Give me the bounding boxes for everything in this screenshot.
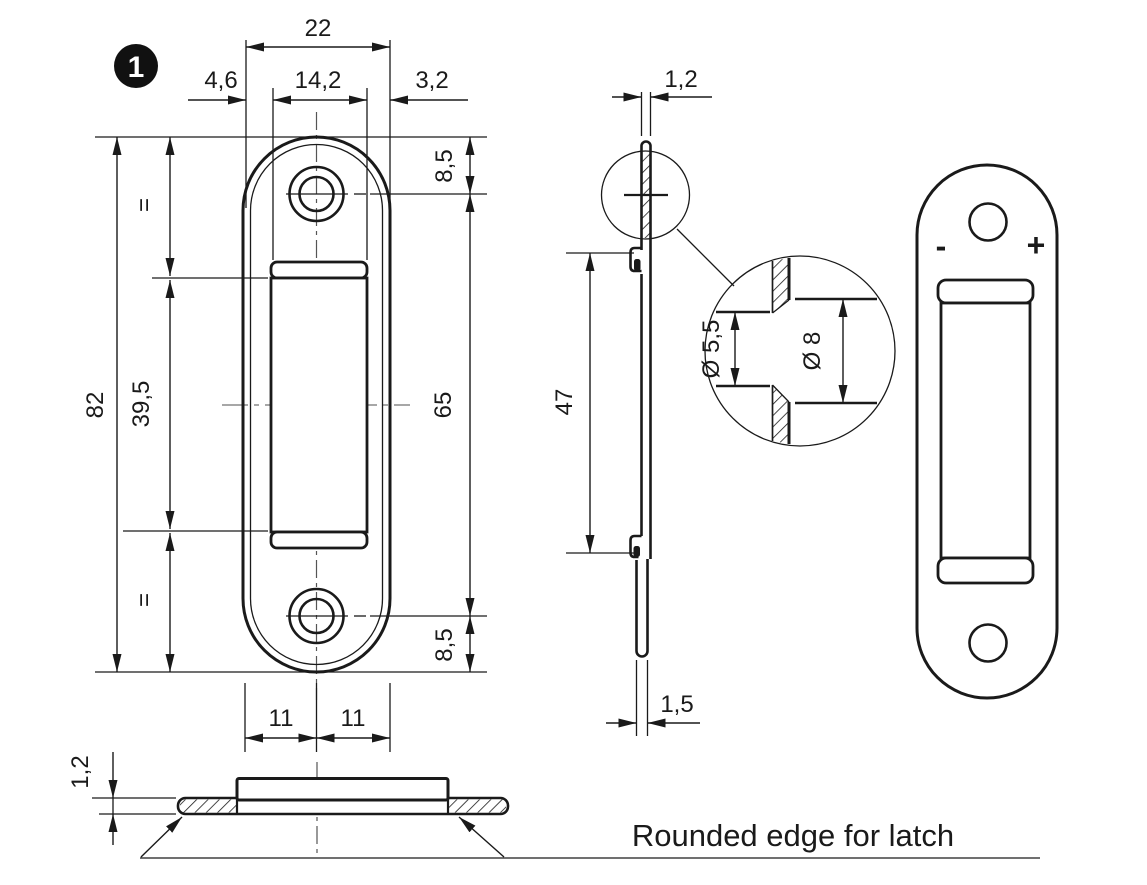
rounded-edge-hatch-right <box>449 799 506 813</box>
boss-section <box>235 777 450 802</box>
detail-hatch-top <box>772 258 789 313</box>
rear-top-hole <box>968 202 1008 242</box>
rear-plate-outline <box>915 163 1059 700</box>
rear-bottom-hole <box>968 623 1008 663</box>
dim-slot-width: 14,2 <box>295 67 342 94</box>
figure-number-badge: 1 <box>114 44 158 88</box>
badge-circle <box>114 44 158 88</box>
polarity-minus-mark: - <box>936 228 947 264</box>
dim-edge-to-slot-left: 4,6 <box>204 67 237 94</box>
dim-center-to-edge-right: 11 <box>341 705 366 732</box>
dim-edge-to-slot-right: 3,2 <box>415 67 448 94</box>
dim-slot-height: 39,5 <box>128 381 155 428</box>
dim-height-total: 82 <box>82 392 109 419</box>
bottom-lip-fill <box>633 546 640 557</box>
rear-view: - + <box>915 163 1059 700</box>
plate-section-lower <box>635 559 649 658</box>
annotation-arrow-right <box>458 816 505 858</box>
section-view: 1,2 Rounded edge for latch <box>67 752 1040 859</box>
detail-leader-line <box>676 228 735 287</box>
detail-hatch-bottom <box>772 385 789 444</box>
dim-plate-thickness: 1,2 <box>664 66 697 93</box>
dim-bottom-thickness: 1,5 <box>660 691 693 718</box>
rear-recess-top-lip <box>936 278 1035 305</box>
detail-view: Ø 5,5 Ø 8 <box>698 255 896 447</box>
top-lip-section <box>629 246 642 273</box>
countersink-chamfer-top <box>772 299 790 314</box>
dim-equal-top: = <box>131 198 158 212</box>
top-lip-fill <box>634 259 641 271</box>
dim-hole-spacing: 65 <box>430 392 457 419</box>
front-view-dimensions: 22 4,6 14,2 3,2 82 = 39,5 = 8,5 65 8,5 1… <box>82 15 487 752</box>
plate-rounded-edge-line <box>249 143 384 666</box>
dim-center-to-edge-left: 11 <box>269 705 294 732</box>
dim-width-total: 22 <box>305 15 332 42</box>
annotation-text: Rounded edge for latch <box>632 818 954 853</box>
rounded-edge-hatch-left <box>180 799 237 813</box>
recess-body <box>269 276 369 534</box>
rear-recess-bottom-lip <box>936 556 1035 585</box>
badge-number: 1 <box>128 51 145 84</box>
recess-top-lip <box>269 260 369 280</box>
plate-section-upper <box>640 140 652 559</box>
dim-bottom-edge-to-hole: 8,5 <box>431 628 458 661</box>
dim-equal-bottom: = <box>131 593 158 607</box>
front-view <box>222 112 410 700</box>
dim-section-thickness: 1,2 <box>67 755 94 788</box>
dim-slot-length: 47 <box>551 389 578 416</box>
dim-countersink-diameter: Ø 8 <box>799 332 826 371</box>
dim-hole-diameter: Ø 5,5 <box>698 320 725 379</box>
detail-circle <box>704 255 896 447</box>
annotation-arrow-left <box>140 816 183 858</box>
detail-callout-circle <box>600 150 691 240</box>
dim-top-edge-to-hole: 8,5 <box>431 149 458 182</box>
rear-recess-body <box>939 301 1032 560</box>
polarity-plus-mark: + <box>1027 227 1046 263</box>
recess-bottom-lip <box>269 530 369 550</box>
side-view: 1,2 47 1,5 <box>551 66 735 736</box>
bottom-lip-section <box>629 534 642 559</box>
countersink-chamfer-bottom <box>772 384 790 403</box>
